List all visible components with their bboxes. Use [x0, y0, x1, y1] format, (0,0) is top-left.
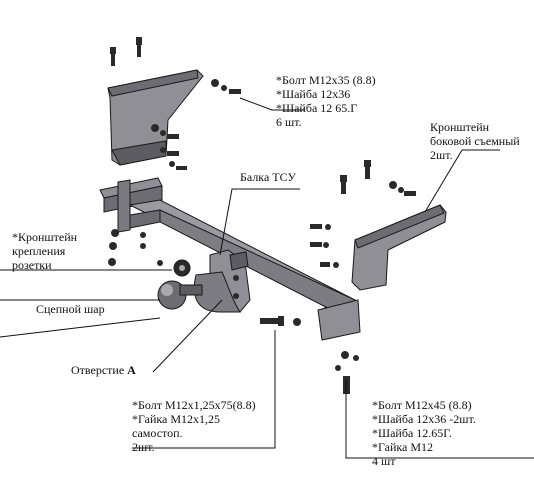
right-bolts	[310, 160, 416, 268]
side-bracket-line-2: боковой съемный	[430, 134, 520, 148]
beam-label: Балка ТСУ	[240, 170, 296, 184]
bottom-right-bolts	[335, 351, 359, 394]
side-bracket-label: Кронштейн боковой съемный 2шт.	[430, 120, 520, 162]
socket-bolts	[108, 229, 163, 266]
socket-bracket-line-1: *Кронштейн	[12, 230, 78, 244]
hole-a-prefix: Отверстие	[71, 363, 128, 377]
side-bracket-line-1: Кронштейн	[430, 120, 490, 134]
hole-a-label: Отверстие А	[71, 363, 136, 377]
bottom-right-line-2: *Шайба 12x36 -2шт.	[372, 412, 476, 426]
bottom-left-line-3: самостоп.	[132, 426, 183, 440]
leader-lines	[0, 97, 534, 459]
socket-bracket-label: *Кронштейн крепления розетки	[12, 230, 77, 272]
top-bolts	[110, 37, 241, 170]
bottom-right-line-3: *Шайба 12.65Г.	[372, 426, 452, 440]
side-bracket-line-3: 2шт.	[430, 148, 453, 162]
bottom-right-line-4: *Гайка M12	[372, 440, 434, 454]
bottom-left-line-4: 2шт.	[132, 440, 155, 454]
hole-a-bolts	[260, 316, 301, 326]
left-bracket	[107, 69, 204, 166]
top-bolts-label: *Болт M12x35 (8.8) *Шайба 12x36 *Шайба 1…	[276, 73, 376, 129]
bottom-right-line-1: *Болт M12x45 (8.8)	[372, 398, 472, 412]
socket-bracket-line-2: крепления	[12, 244, 66, 258]
bottom-left-bolts-label: *Болт M12x1,25x75(8.8) *Гайка M12x1,25 с…	[132, 398, 256, 454]
beam	[99, 177, 361, 341]
bottom-right-bolts-label: *Болт M12x45 (8.8) *Шайба 12x36 -2шт. *Ш…	[372, 398, 476, 468]
bottom-right-line-5: 4 шт	[372, 454, 396, 468]
bottom-left-line-2: *Гайка M12x1,25	[132, 412, 221, 426]
socket-bracket-line-3: розетки	[12, 258, 52, 272]
ball-hitch	[157, 249, 251, 313]
top-bolts-line-4: 6 шт.	[276, 115, 302, 129]
ball-label: Сцепной шар	[36, 302, 105, 316]
top-bolts-line-1: *Болт M12x35 (8.8)	[276, 73, 376, 87]
right-bracket	[351, 204, 447, 291]
hole-a-letter: А	[127, 363, 136, 377]
top-bolts-line-3: *Шайба 12 65.Г	[276, 101, 358, 115]
top-bolts-line-2: *Шайба 12x36	[276, 87, 351, 101]
bottom-left-line-1: *Болт M12x1,25x75(8.8)	[132, 398, 256, 412]
